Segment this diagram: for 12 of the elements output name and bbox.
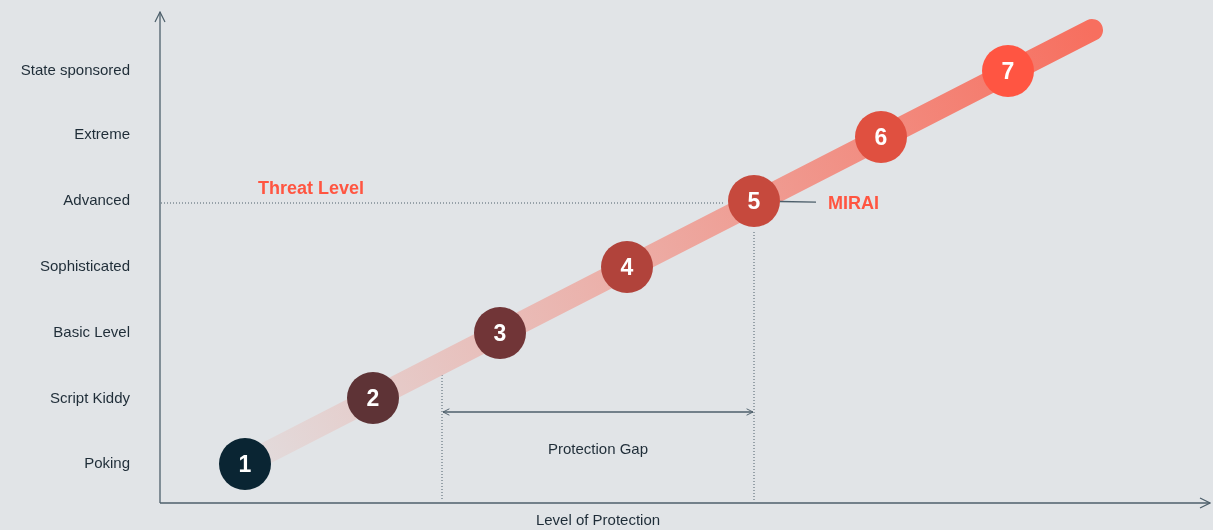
dimension-label: Protection Gap [547,438,649,459]
chart-heading: Threat Level [258,176,365,200]
axis-label: Sophisticated [39,255,130,276]
leader-line [779,200,817,203]
callout-label: MIRAI [828,191,879,215]
axis-label: Advanced [63,189,130,210]
axis-label: Script Kiddy [49,387,130,408]
axis-label: State sponsored [20,59,130,80]
axis-label: Extreme [74,123,130,144]
axis-title: Level of Protection [535,509,661,530]
axis-label: Basic Level [53,321,130,342]
axis-label: Poking [84,452,130,473]
